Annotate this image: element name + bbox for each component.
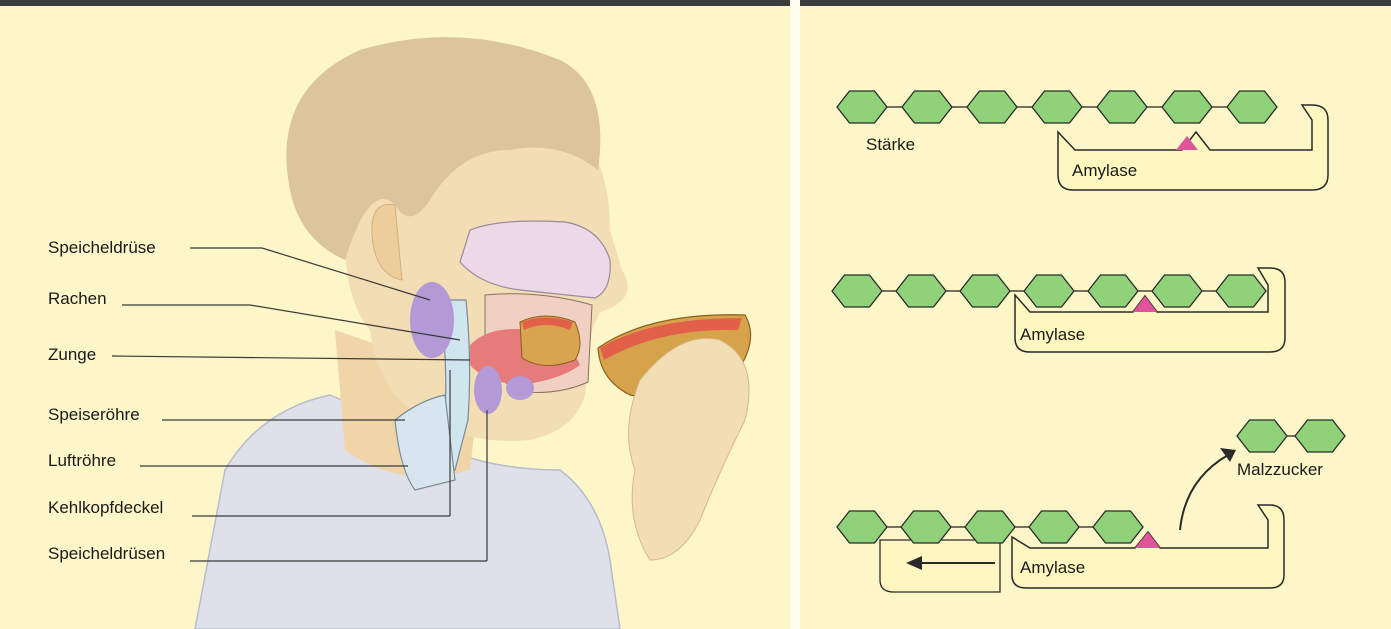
salivary-gland-upper: [410, 282, 454, 358]
label-kehlkopfdeckel: Kehlkopfdeckel: [48, 498, 163, 517]
label-amylase-1: Amylase: [1072, 161, 1137, 180]
label-luftroehre: Luftröhre: [48, 451, 116, 470]
label-zunge: Zunge: [48, 345, 96, 364]
label-malzzucker: Malzzucker: [1237, 460, 1323, 479]
enzyme-sleeve-3: [880, 540, 1000, 592]
panel-divider: [790, 0, 800, 629]
salivary-gland-lower-2: [506, 376, 534, 400]
label-staerke: Stärke: [866, 135, 915, 154]
label-rachen: Rachen: [48, 289, 107, 308]
label-speiseroehre: Speiseröhre: [48, 405, 140, 424]
label-amylase-2: Amylase: [1020, 325, 1085, 344]
label-amylase-3: Amylase: [1020, 558, 1085, 577]
salivary-gland-lower-1: [474, 366, 502, 414]
label-speicheldruese: Speicheldrüse: [48, 238, 156, 257]
top-border: [0, 0, 1391, 6]
label-speicheldruesen: Speicheldrüsen: [48, 544, 165, 563]
